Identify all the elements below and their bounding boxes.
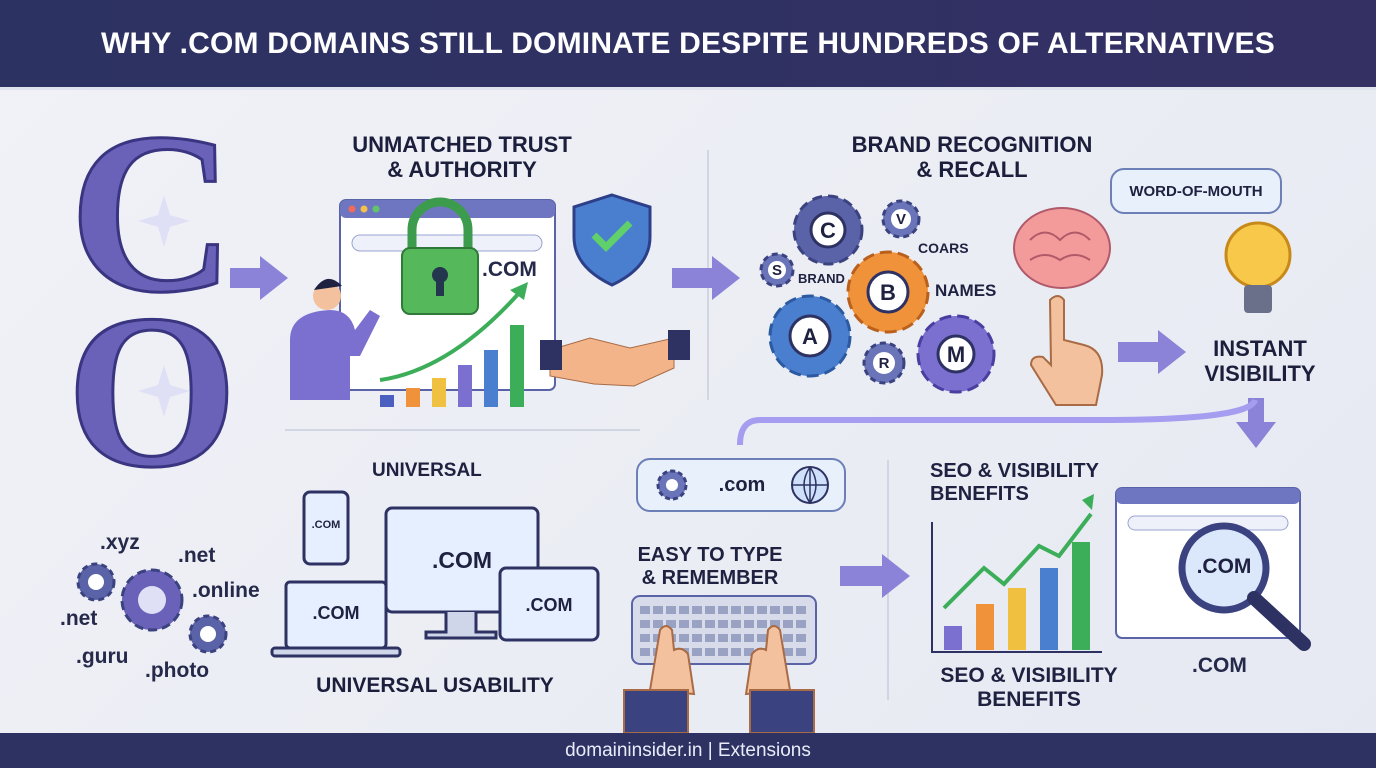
tld-label: .online xyxy=(192,579,260,602)
seo-bar-chart-icon xyxy=(931,494,1102,653)
sparkle-icon xyxy=(138,365,190,417)
gear-letter: V xyxy=(895,211,906,228)
com-bubble-text: .com xyxy=(718,473,766,496)
easy-to-type-title: EASY TO TYPE& REMEMBER xyxy=(637,544,783,589)
brand-label: NAMES xyxy=(935,281,997,300)
brand-label: COARS xyxy=(918,240,969,256)
alt-gear-icons xyxy=(76,562,228,654)
footer-section: Extensions xyxy=(717,739,811,761)
section-title-brand: BRAND RECOGNITION& RECALL xyxy=(851,132,1093,183)
hands-icon xyxy=(623,625,815,734)
person-icon xyxy=(290,278,380,400)
shield-icon xyxy=(572,193,652,287)
arrow-icon xyxy=(230,256,1276,598)
tld-label: .xyz xyxy=(100,531,140,554)
gear-letter: C xyxy=(820,218,836,243)
browser-domain-label: .COM xyxy=(482,258,537,281)
page-title: WHY .COM DOMAINS STILL DOMINATE DESPITE … xyxy=(101,26,1275,60)
brand-label: BRAND xyxy=(798,271,845,286)
bar-chart-icon xyxy=(379,282,528,407)
sparkle-icon xyxy=(138,195,190,247)
gear-letter: S xyxy=(771,262,782,279)
svg-text:O: O xyxy=(66,269,237,513)
word-of-mouth-bubble: WORD-OF-MOUTH xyxy=(1110,168,1282,214)
svg-text:C: C xyxy=(69,85,235,340)
seo-domain-label: .COM xyxy=(1192,654,1247,677)
magnifier-icon xyxy=(1178,522,1311,651)
globe-icon xyxy=(791,466,829,505)
padlock-icon xyxy=(401,197,479,315)
footer-site: domaininsider.in xyxy=(565,739,703,761)
pointing-hand-icon xyxy=(1029,295,1104,406)
phone-domain: .COM xyxy=(311,519,341,531)
footer: domaininsider.in | Extensions xyxy=(0,733,1376,768)
monitor-domain: .COM xyxy=(431,547,493,573)
lightbulb-icon xyxy=(1224,221,1292,313)
big-c-icon: C xyxy=(67,84,236,342)
gear-icon xyxy=(656,469,688,501)
tld-label: .net xyxy=(178,544,216,567)
devices-icon xyxy=(270,490,600,658)
brain-icon xyxy=(1013,207,1111,289)
gear-icons xyxy=(759,194,996,394)
big-o-icon: O xyxy=(65,268,239,515)
universal-label: UNIVERSAL xyxy=(372,460,482,481)
laptop-domain: .COM xyxy=(312,603,360,623)
tablet-domain: .COM xyxy=(525,595,573,615)
footer-separator: | xyxy=(707,739,713,761)
header: WHY .COM DOMAINS STILL DOMINATE DESPITE … xyxy=(0,0,1376,90)
universal-usability-caption: UNIVERSAL USABILITY xyxy=(316,674,554,697)
tld-label: .guru xyxy=(76,645,129,668)
gear-letter: M xyxy=(946,342,966,367)
connector-arrow xyxy=(737,398,1258,446)
section-title-trust: UNMATCHED TRUST& AUTHORITY xyxy=(352,132,572,183)
gear-letter: R xyxy=(878,355,890,372)
gear-letter: A xyxy=(802,324,818,349)
handshake-icon xyxy=(540,330,690,387)
tld-label: .photo xyxy=(145,659,210,682)
gear-letter: B xyxy=(880,280,896,305)
magnifier-domain: .COM xyxy=(1196,555,1252,578)
tld-label: .net xyxy=(60,607,98,630)
